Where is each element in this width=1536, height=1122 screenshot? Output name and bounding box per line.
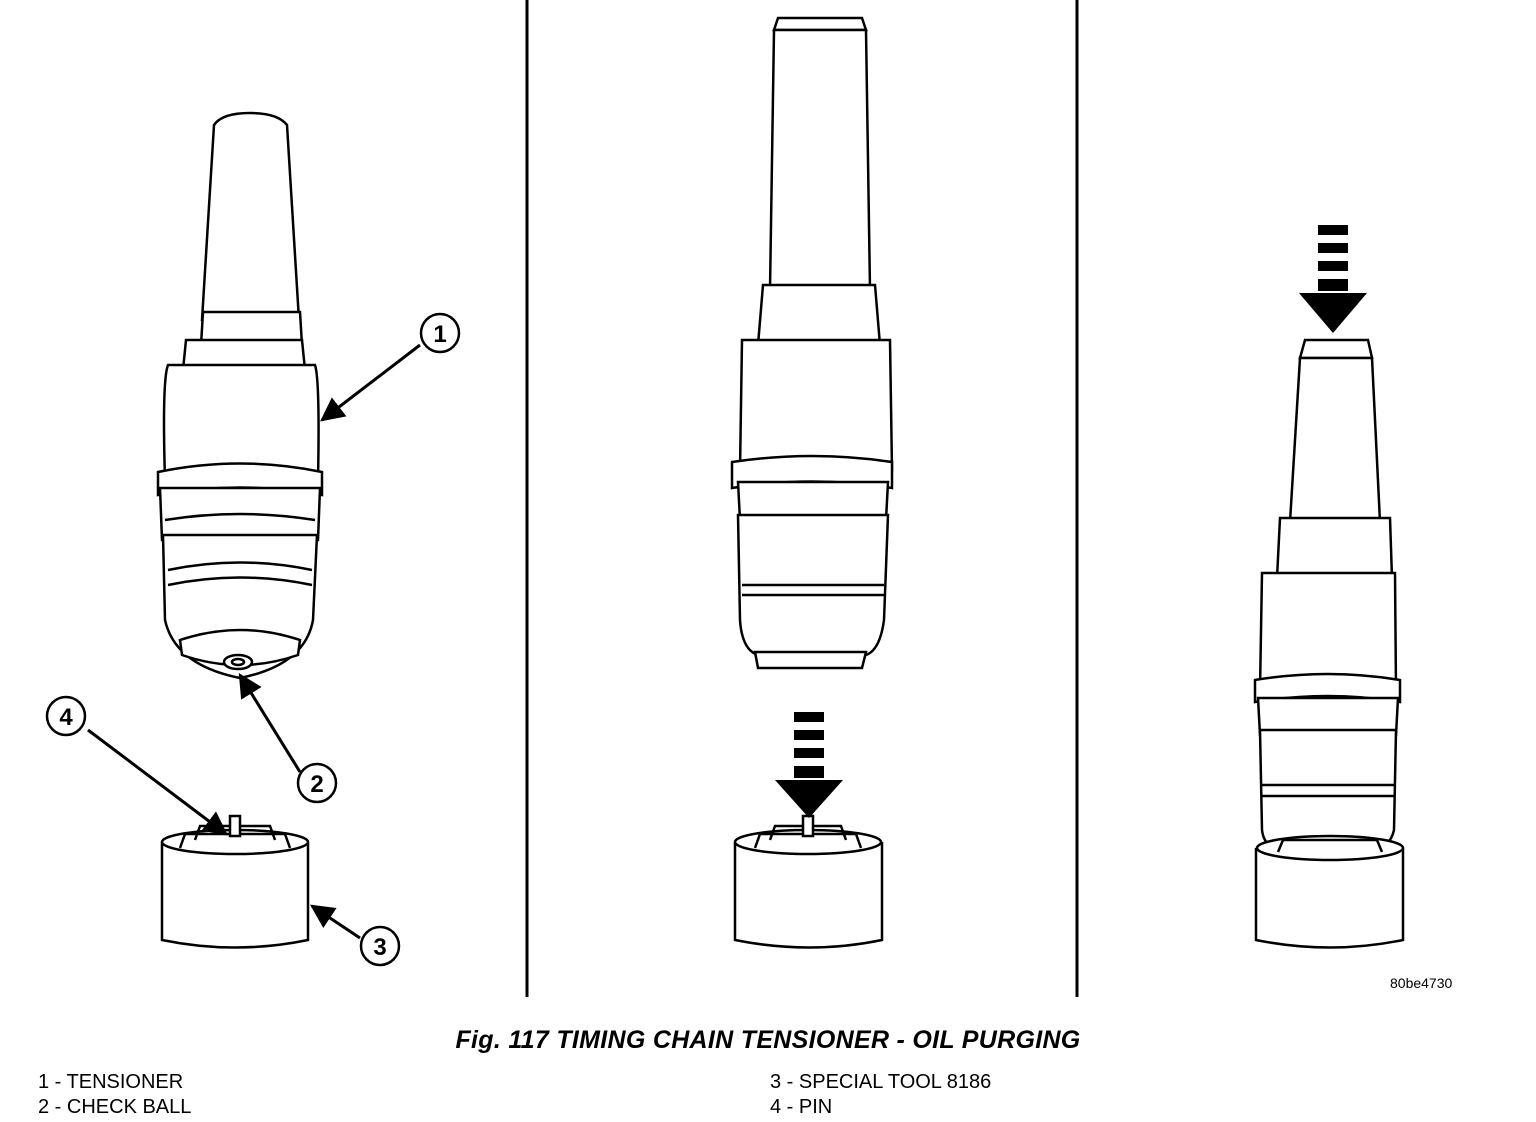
special-tool-panel3 (1254, 834, 1405, 949)
special-tool-panel2 (733, 814, 884, 949)
tensioner-panel1 (156, 111, 324, 680)
figure-id: 80be4730 (1390, 975, 1453, 991)
diagram-canvas: 1 2 3 4 (45, 0, 1405, 997)
svg-text:2: 2 (310, 771, 323, 798)
figure-caption: Fig. 117 TIMING CHAIN TENSIONER - OIL PU… (455, 1026, 1081, 1054)
special-tool-panel1 (160, 814, 310, 949)
callout-2: 2 (296, 762, 338, 804)
leader-3 (310, 904, 361, 940)
tensioner-panel3 (1253, 338, 1402, 852)
legend-right: 3 - SPECIAL TOOL 8186 4 - PIN (770, 1070, 991, 1120)
svg-text:3: 3 (373, 934, 386, 961)
callout-4: 4 (45, 695, 87, 737)
legend-item: 4 - PIN (770, 1096, 833, 1118)
svg-text:1: 1 (433, 321, 446, 348)
leader-4 (87, 728, 228, 836)
pin (228, 814, 242, 838)
leader-2 (238, 672, 302, 773)
svg-text:4: 4 (59, 704, 73, 731)
push-arrow-panel2 (775, 712, 843, 818)
push-arrow-panel3 (1299, 225, 1367, 333)
leader-1 (320, 343, 421, 422)
tensioner-panel2 (730, 16, 894, 670)
legend-item: 3 - SPECIAL TOOL 8186 (770, 1071, 992, 1093)
callout-3: 3 (359, 925, 401, 967)
legend-left: 1 - TENSIONER 2 - CHECK BALL (38, 1070, 191, 1120)
legend-item: 1 - TENSIONER (38, 1071, 184, 1093)
callout-1: 1 (419, 312, 461, 354)
legend-item: 2 - CHECK BALL (38, 1096, 192, 1118)
